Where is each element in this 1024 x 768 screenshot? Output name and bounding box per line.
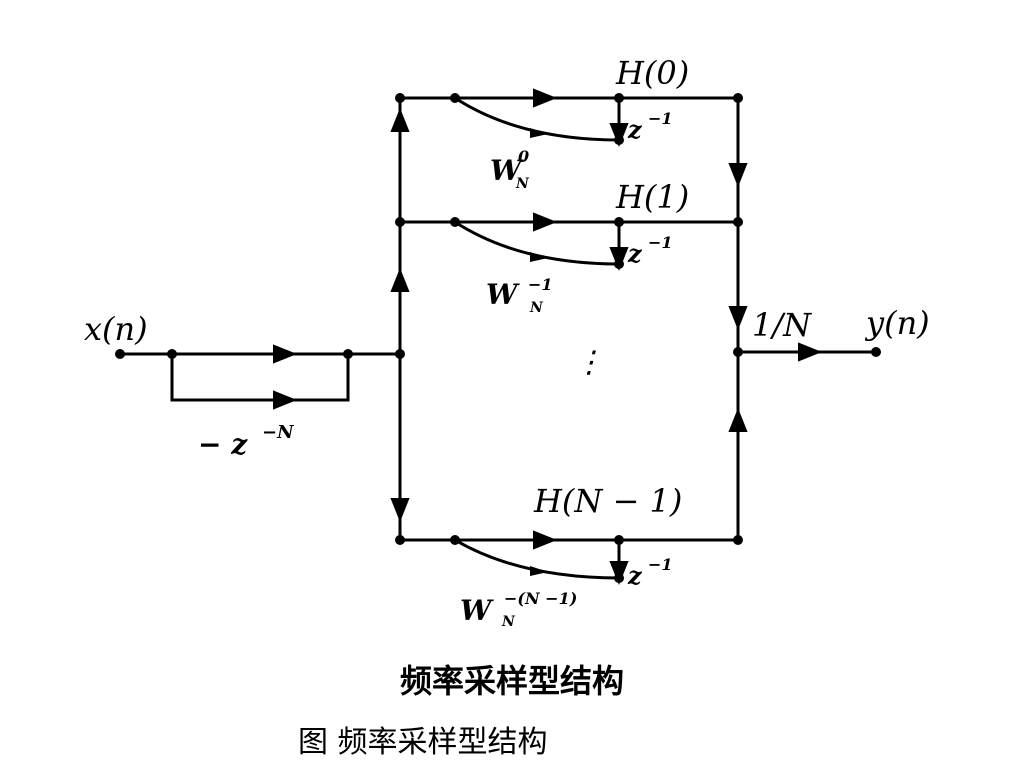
sum-node <box>733 347 743 357</box>
text: −N <box>262 422 295 443</box>
node <box>733 93 743 103</box>
node <box>733 535 743 545</box>
text: W <box>490 154 524 187</box>
node <box>614 259 624 269</box>
text: W <box>486 278 520 311</box>
input-node <box>115 349 125 359</box>
node <box>395 93 405 103</box>
text: −1 <box>648 555 673 574</box>
text: z <box>627 239 643 268</box>
node <box>395 217 405 227</box>
branch-1 <box>395 212 743 271</box>
node <box>395 535 405 545</box>
feedback-arrow <box>530 128 548 138</box>
text: N <box>515 176 530 192</box>
diagram-title: 频率采样型结构 <box>400 662 624 700</box>
delay-label-1: z −1 <box>627 233 673 268</box>
figure-caption: 图 频率采样型结构 <box>298 725 548 760</box>
feedback-path <box>454 538 620 580</box>
node <box>614 573 624 583</box>
twiddle-label-1: W N −1 <box>486 275 553 316</box>
node <box>614 135 624 145</box>
text: z <box>627 561 643 590</box>
delay-label-n-minus-1: z −1 <box>627 555 673 590</box>
node <box>450 93 460 103</box>
node <box>614 535 624 545</box>
coef-label-n-minus-1: H(N − 1) <box>533 482 682 520</box>
text: N <box>529 300 544 316</box>
text: −1 <box>528 275 553 294</box>
gain-label: 1/N <box>752 306 812 344</box>
text: −(N −1) <box>504 589 577 608</box>
branch-0 <box>395 88 743 147</box>
text: − z <box>198 428 248 461</box>
node <box>733 217 743 227</box>
input-label: x(n) <box>84 310 148 348</box>
comb-join-node <box>343 349 353 359</box>
output-label: y(n) <box>864 304 930 342</box>
node <box>450 217 460 227</box>
comb-delay-loop <box>170 354 350 402</box>
node <box>614 217 624 227</box>
coef-label-0: H(0) <box>615 54 689 92</box>
branch-n-minus-1 <box>395 530 743 585</box>
comb-split-node <box>167 349 177 359</box>
text: 0 <box>518 147 529 166</box>
text: N <box>501 614 516 630</box>
text: −1 <box>648 109 673 128</box>
text: z <box>627 115 643 144</box>
node <box>450 535 460 545</box>
output-node <box>871 347 881 357</box>
coef-label-1: H(1) <box>615 178 689 216</box>
feedback-path <box>454 220 620 266</box>
feedback-arrow <box>530 566 548 576</box>
text: −1 <box>648 233 673 252</box>
twiddle-label-n-minus-1: W N −(N −1) <box>460 589 577 630</box>
text: W <box>460 594 494 627</box>
twiddle-label-0: W N 0 <box>490 147 530 192</box>
feedback-path <box>454 96 620 142</box>
delay-label-0: z −1 <box>627 109 673 144</box>
node <box>614 93 624 103</box>
feedback-arrow <box>530 252 548 262</box>
comb-delay-label: − z −N <box>198 422 295 461</box>
ellipsis: ⋮ <box>574 345 604 380</box>
